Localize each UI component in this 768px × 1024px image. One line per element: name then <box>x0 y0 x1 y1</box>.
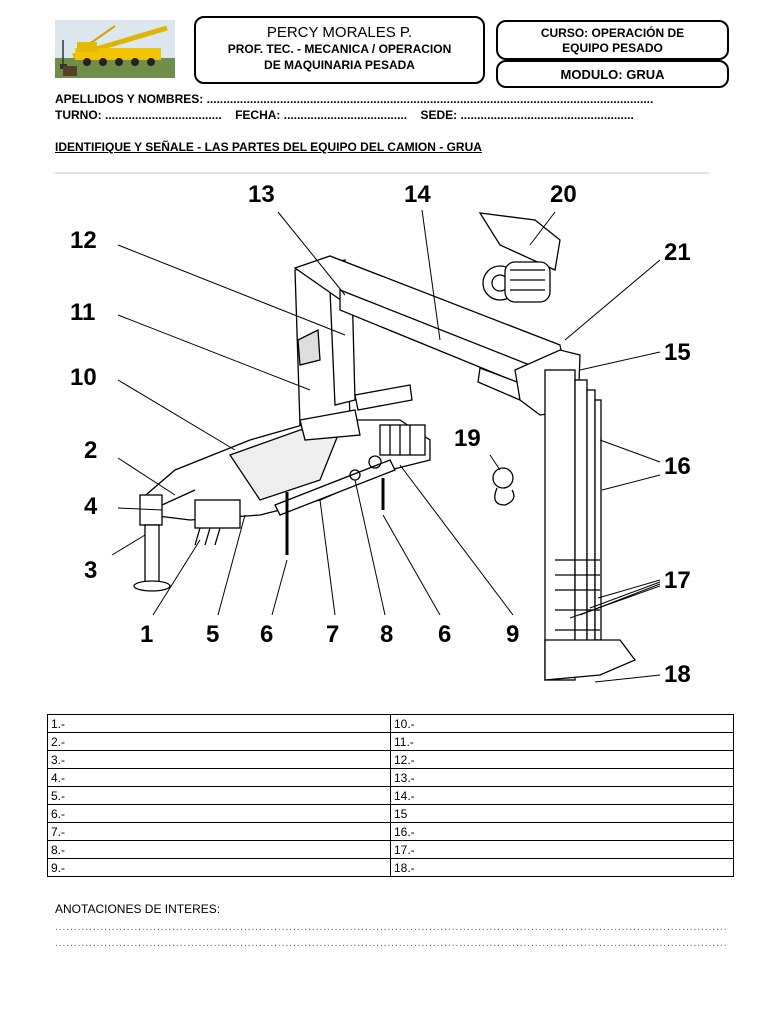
answer-cell[interactable]: 10.- <box>390 714 734 733</box>
crane-drawing <box>133 212 637 681</box>
answer-cell[interactable]: 11.- <box>390 732 734 751</box>
label-10: 10 <box>70 364 97 391</box>
shift-label: TURNO: <box>55 108 102 122</box>
crane-photo-logo <box>55 20 175 78</box>
instructor-header: PERCY MORALES P. PROF. TEC. - MECANICA /… <box>194 16 485 84</box>
answer-cell[interactable]: 4.- <box>47 768 391 787</box>
table-row: 2.-11.- <box>47 732 734 751</box>
module-label: MODULO: GRUA <box>560 67 665 82</box>
answer-cell[interactable]: 6.- <box>47 804 391 823</box>
answer-cell[interactable]: 3.- <box>47 750 391 769</box>
shift-dots: ................................... <box>105 108 222 122</box>
notes-line-1[interactable]: ........................................… <box>55 922 727 933</box>
student-names-line: APELLIDOS Y NOMBRES: ...................… <box>55 92 653 106</box>
answer-cell[interactable]: 7.- <box>47 822 391 841</box>
site-label: SEDE: <box>420 108 458 122</box>
label-16: 16 <box>664 453 691 480</box>
part-labels: 1 2 3 4 5 6 6 7 8 9 10 11 12 13 14 15 16… <box>70 181 691 688</box>
label-6b: 6 <box>438 621 451 648</box>
label-8: 8 <box>380 621 393 648</box>
answer-cell[interactable]: 1.- <box>47 714 391 733</box>
answer-cell[interactable]: 16.- <box>390 822 734 841</box>
label-2: 2 <box>84 437 97 464</box>
label-5: 5 <box>206 621 219 648</box>
notes-label: ANOTACIONES DE INTERES: <box>55 902 221 916</box>
answer-cell[interactable]: 13.- <box>390 768 734 787</box>
label-19: 19 <box>454 425 481 452</box>
label-6a: 6 <box>260 621 273 648</box>
label-1: 1 <box>140 621 153 648</box>
table-row: 5.-14.- <box>47 786 734 805</box>
label-14: 14 <box>404 181 431 208</box>
table-row: 4.-13.- <box>47 768 734 787</box>
table-row: 1.-10.- <box>47 714 734 733</box>
answer-cell[interactable]: 17.- <box>390 840 734 859</box>
answer-cell[interactable]: 12.- <box>390 750 734 769</box>
label-11: 11 <box>70 299 95 326</box>
date-label: FECHA: <box>235 108 281 122</box>
label-13: 13 <box>248 181 275 208</box>
answer-cell[interactable]: 18.- <box>390 858 734 877</box>
label-18: 18 <box>664 661 691 688</box>
answer-cell[interactable]: 2.- <box>47 732 391 751</box>
names-label: APELLIDOS Y NOMBRES: <box>55 92 204 106</box>
label-7: 7 <box>326 621 339 648</box>
instructor-title-line1: PROF. TEC. - MECANICA / OPERACION <box>227 42 452 56</box>
answer-cell[interactable]: 5.- <box>47 786 391 805</box>
label-21: 21 <box>664 239 691 266</box>
answer-cell[interactable]: 14.- <box>390 786 734 805</box>
answer-cell[interactable]: 9.- <box>47 858 391 877</box>
label-20: 20 <box>550 181 577 208</box>
instructor-title-line2: DE MAQUINARIA PESADA <box>264 58 415 72</box>
leader-lines <box>111 209 661 683</box>
label-15: 15 <box>664 339 691 366</box>
label-4: 4 <box>84 493 98 520</box>
answer-cell[interactable]: 8.- <box>47 840 391 859</box>
label-9: 9 <box>506 621 519 648</box>
table-row: 8.-17.- <box>47 840 734 859</box>
separator <box>55 172 709 174</box>
table-row: 7.-16.- <box>47 822 734 841</box>
table-row: 9.-18.- <box>47 858 734 877</box>
site-dots: ........................................… <box>460 108 634 122</box>
table-row: 3.-12.- <box>47 750 734 769</box>
course-line1: CURSO: OPERACIÓN DE <box>540 26 685 40</box>
answer-cell[interactable]: 15 <box>390 804 734 823</box>
label-3: 3 <box>84 557 97 584</box>
notes-line-2[interactable]: ........................................… <box>55 938 727 949</box>
course-line2: EQUIPO PESADO <box>562 41 663 55</box>
parts-table: 1.-10.- 2.-11.- 3.-12.- 4.-13.- 5.-14.- … <box>47 714 734 877</box>
course-box: CURSO: OPERACIÓN DE EQUIPO PESADO <box>496 20 729 60</box>
student-shift-line: TURNO: .................................… <box>55 108 634 122</box>
label-17: 17 <box>664 567 691 594</box>
names-dots: ........................................… <box>206 92 654 106</box>
date-dots: ..................................... <box>283 108 408 122</box>
table-row: 6.-15 <box>47 804 734 823</box>
module-box: MODULO: GRUA <box>496 60 729 88</box>
crane-diagram: 1 2 3 4 5 6 6 7 8 9 10 11 12 13 14 15 16… <box>70 181 691 688</box>
instructor-name: PERCY MORALES P. <box>266 24 413 41</box>
instruction-text: IDENTIFIQUE Y SEÑALE - LAS PARTES DEL EQ… <box>55 140 482 154</box>
label-12: 12 <box>70 227 97 254</box>
